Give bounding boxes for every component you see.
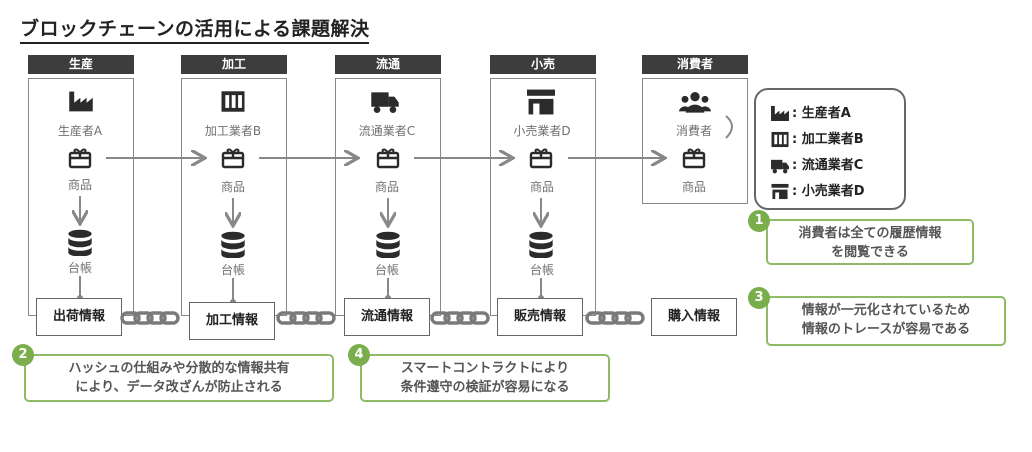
- note-1-badge: 1: [748, 210, 770, 232]
- ledger-label: 台帳: [220, 263, 245, 277]
- ledger-label: 台帳: [67, 261, 92, 275]
- legend-item-processor: : 加工業者B: [770, 128, 864, 148]
- database-icon: [376, 231, 400, 258]
- column-header-retail: 小売: [490, 55, 596, 74]
- note-3: 情報が一元化されているため情報のトレースが容易である: [766, 296, 1006, 346]
- column-distribution: [335, 78, 441, 316]
- product-label: 商品: [67, 178, 92, 192]
- column-header-processing: 加工: [181, 55, 287, 74]
- chain-link-icon: [430, 311, 490, 325]
- legend-item-producer: : 生産者A: [770, 102, 851, 122]
- actor-label-distributor: 流通業者C: [358, 124, 416, 138]
- actor-label-processor: 加工業者B: [204, 124, 262, 138]
- factory-icon: [69, 91, 93, 112]
- page-title: ブロックチェーンの活用による課題解決: [20, 14, 370, 44]
- note-3-badge: 3: [748, 287, 770, 309]
- note-4: スマートコントラクトにより条件遵守の検証が容易になる: [360, 354, 610, 402]
- chain-link-icon: [585, 311, 645, 325]
- product-label: 商品: [220, 180, 245, 194]
- column-header-distribution: 流通: [335, 55, 441, 74]
- database-icon: [221, 231, 245, 258]
- gift-icon: [68, 148, 92, 169]
- building-icon: [221, 91, 245, 112]
- database-icon: [529, 231, 553, 258]
- column-processing: [181, 78, 287, 316]
- store-icon: [771, 183, 789, 200]
- actor-label-producer: 生産者A: [57, 124, 103, 138]
- database-icon: [68, 229, 92, 256]
- column-header-consumer: 消費者: [642, 55, 748, 74]
- store-icon: [527, 89, 555, 115]
- product-label: 商品: [681, 180, 706, 194]
- gift-icon: [221, 148, 245, 169]
- product-label: 商品: [374, 180, 399, 194]
- chain-link-icon: [120, 311, 180, 325]
- processing-info-block: 加工情報: [189, 302, 275, 340]
- note-2: ハッシュの仕組みや分散的な情報共有により、データ改ざんが防止される: [24, 354, 334, 402]
- actor-label-consumer: 消費者: [675, 124, 712, 138]
- column-header-production: 生産: [28, 55, 134, 74]
- ledger-label: 台帳: [529, 263, 554, 277]
- actor-label-retailer: 小売業者D: [513, 124, 571, 138]
- note-4-badge: 4: [348, 344, 370, 366]
- chain-link-icon: [276, 311, 336, 325]
- column-retail: [490, 78, 596, 316]
- note-1: 消費者は全ての履歴情報を閲覧できる: [766, 219, 974, 265]
- shipping-info-block: 出荷情報: [36, 298, 122, 336]
- actor-legend: : 生産者A : 加工業者B : 流通業者C : 小売業者D: [754, 88, 906, 210]
- purchase-info-block: 購入情報: [651, 298, 737, 336]
- gift-icon: [682, 148, 706, 169]
- product-label: 商品: [529, 180, 554, 194]
- legend-item-distributor: : 流通業者C: [770, 154, 863, 174]
- sales-info-block: 販売情報: [497, 298, 583, 336]
- truck-icon: [771, 159, 789, 174]
- gift-icon: [529, 148, 553, 169]
- people-icon: [679, 92, 711, 113]
- building-icon: [771, 131, 789, 148]
- distribution-info-block: 流通情報: [344, 298, 430, 336]
- gift-icon: [376, 148, 400, 169]
- factory-icon: [771, 105, 789, 122]
- ledger-label: 台帳: [374, 263, 399, 277]
- truck-icon: [371, 92, 399, 113]
- note-2-badge: 2: [12, 344, 34, 366]
- legend-item-retailer: : 小売業者D: [770, 180, 865, 200]
